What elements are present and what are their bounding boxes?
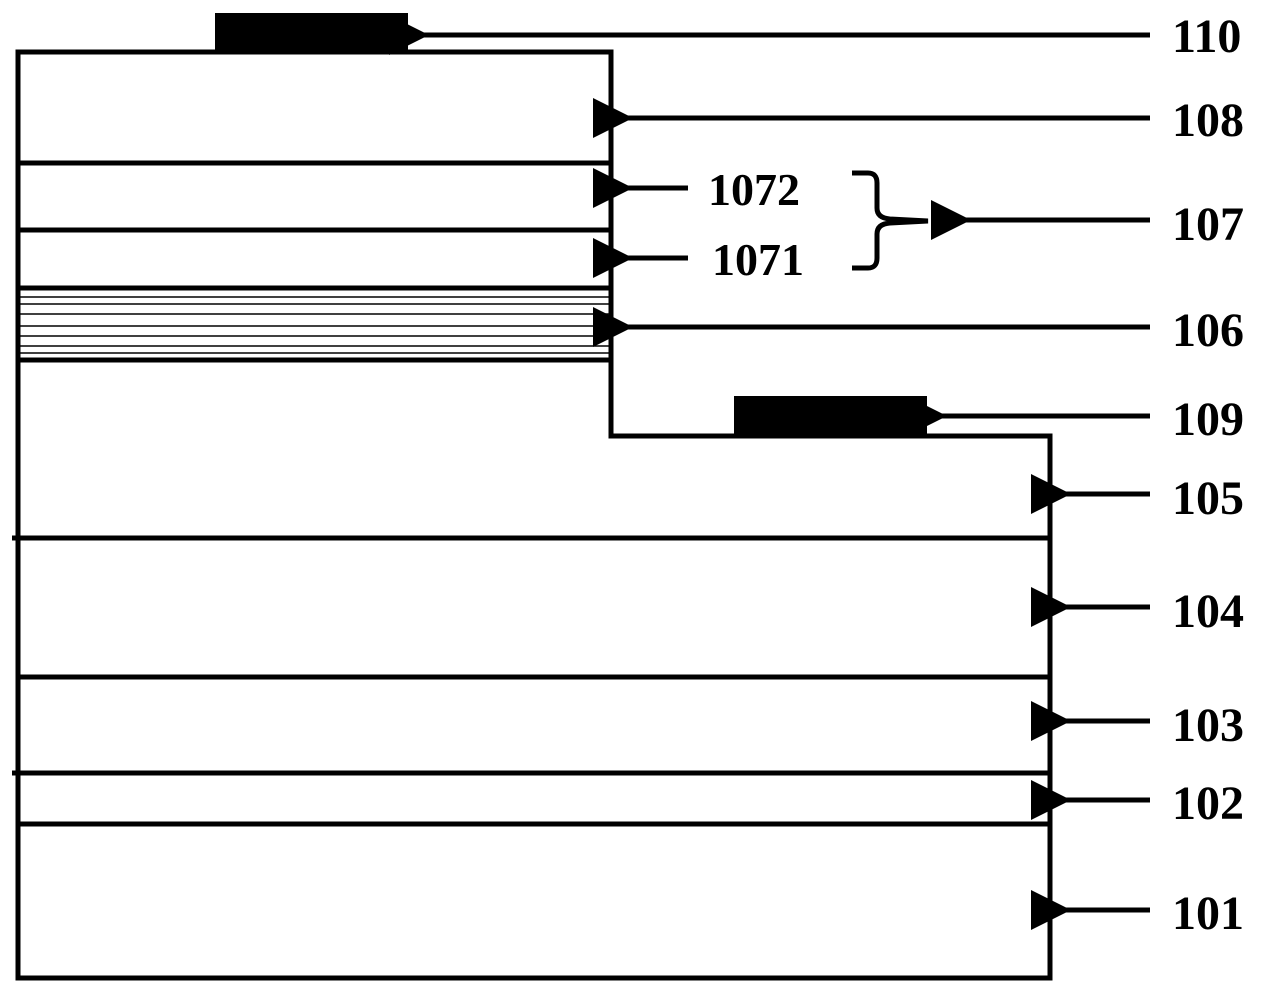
label-103: 103 [1172, 699, 1244, 752]
device-structure [12, 49, 1053, 981]
n-electrode [734, 396, 927, 436]
label-105: 105 [1172, 472, 1244, 525]
label-102: 102 [1172, 777, 1244, 830]
leader-arrows [389, 15, 1150, 930]
group-brace-107 [852, 170, 929, 271]
label-101: 101 [1172, 887, 1244, 940]
label-1071: 1071 [712, 234, 804, 285]
label-110: 110 [1172, 10, 1241, 63]
label-104: 104 [1172, 585, 1244, 638]
label-106: 106 [1172, 304, 1244, 357]
label-107: 107 [1172, 198, 1244, 251]
device-outline [15, 49, 1053, 981]
label-108: 108 [1172, 94, 1244, 147]
label-109: 109 [1172, 393, 1244, 446]
p-electrode [215, 13, 408, 52]
label-1072: 1072 [708, 164, 800, 215]
quantum-well-lines [20, 296, 609, 354]
reference-labels: 110 108 1072 1071 107 106 109 105 104 10… [708, 10, 1244, 940]
